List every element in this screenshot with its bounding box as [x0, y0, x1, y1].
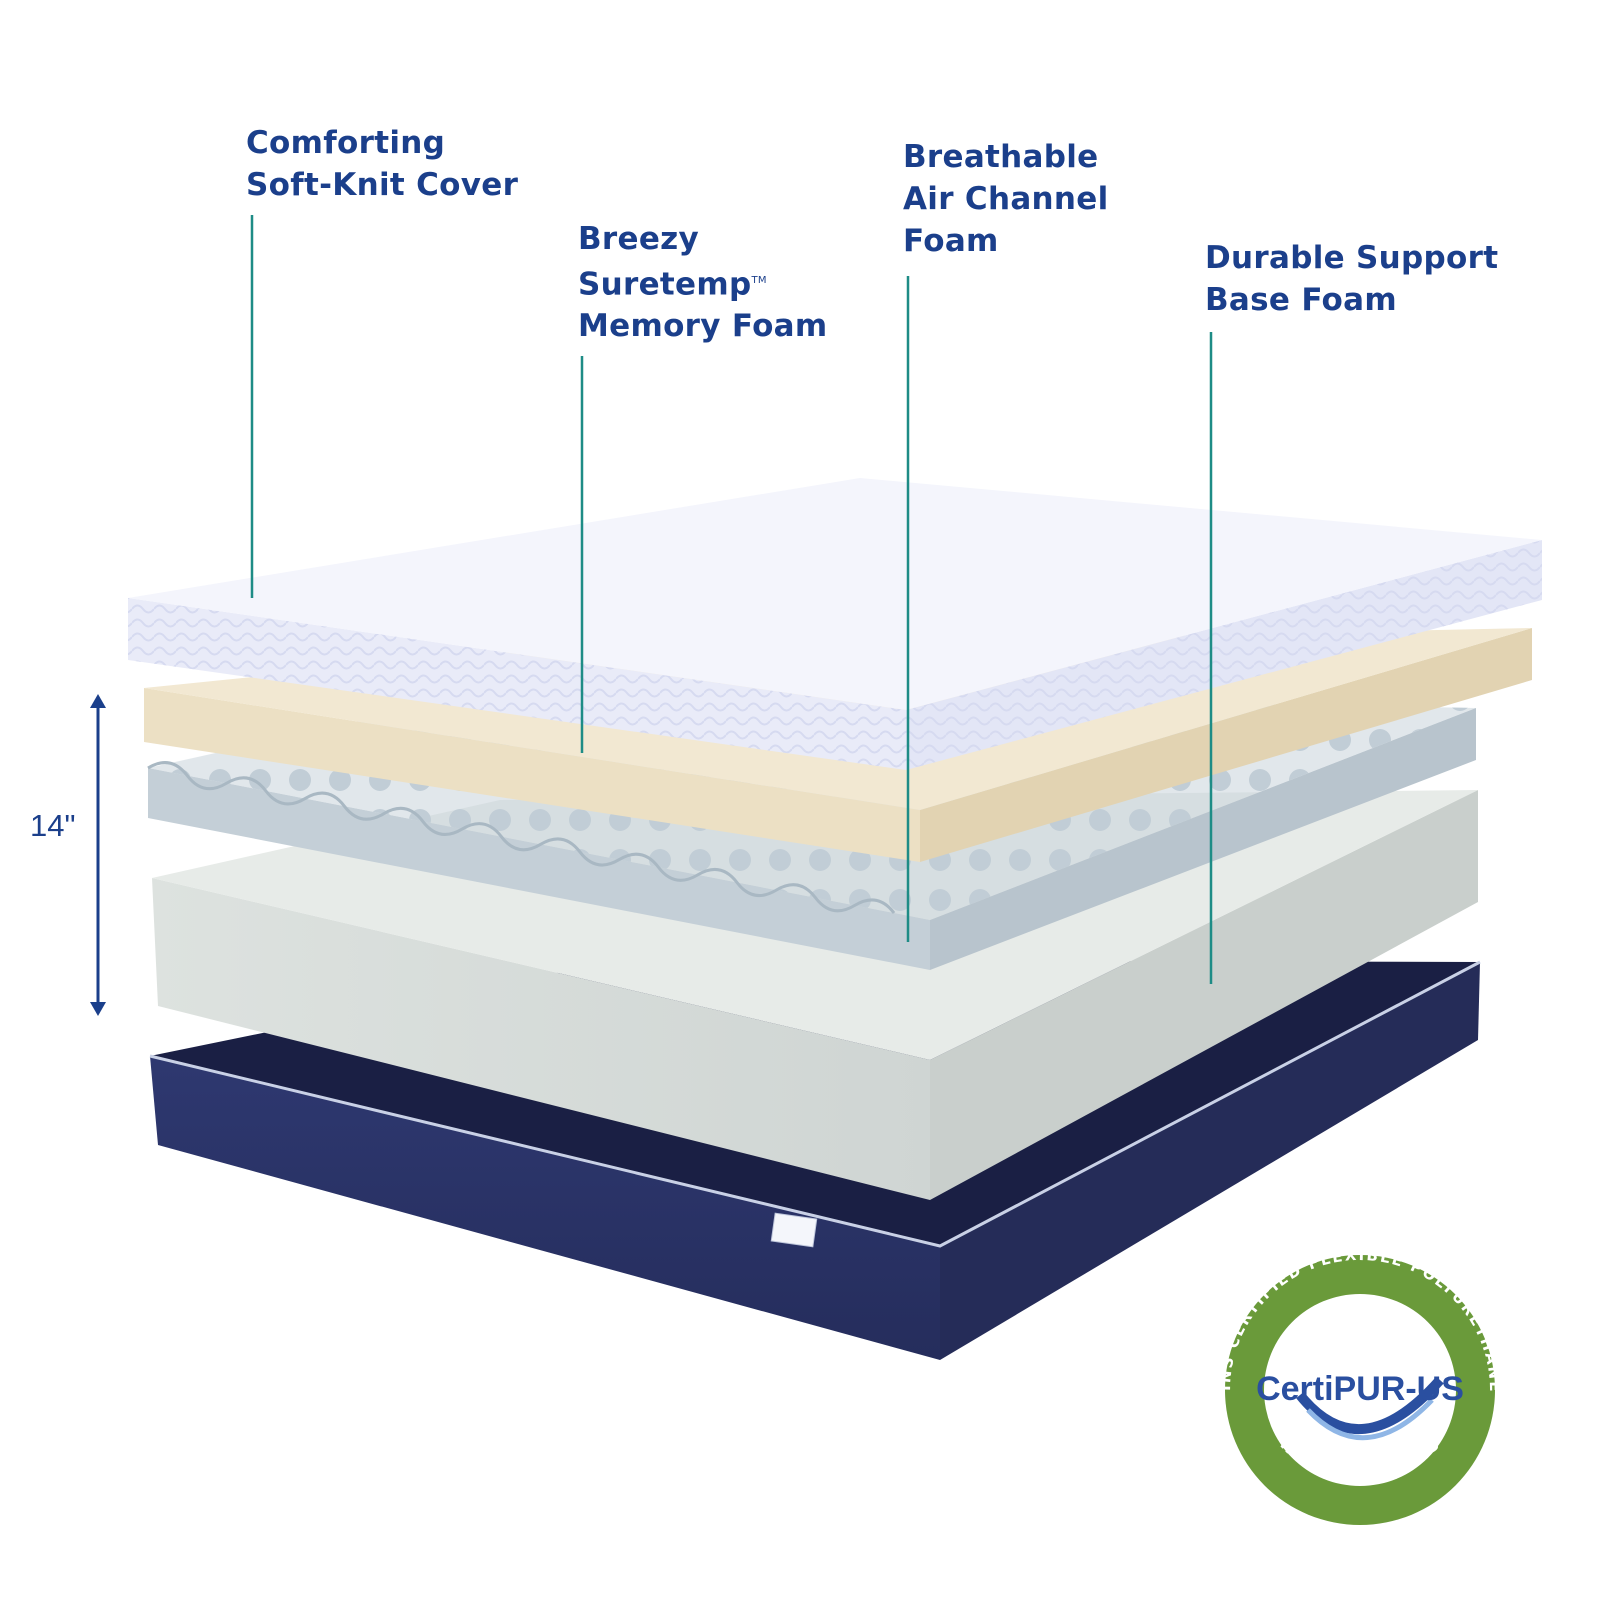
label-memory-line3: Memory Foam: [578, 308, 828, 345]
label-memory-line2: SuretempTM: [578, 266, 767, 303]
height-dimension-arrow: [90, 694, 106, 1016]
trademark-symbol: TM: [751, 275, 767, 286]
label-memory-line1: Breezy: [578, 221, 700, 257]
label-channel-line1: Breathable: [903, 139, 1099, 175]
label-cover-line1: Comforting: [246, 125, 446, 161]
label-cover-line2: Soft-Knit Cover: [246, 167, 519, 203]
label-base-line2: Base Foam: [1205, 282, 1397, 318]
brand-tag: [770, 1212, 818, 1248]
label-base-foam: Durable Support Base Foam: [1205, 237, 1498, 321]
label-base-line1: Durable Support: [1205, 240, 1499, 276]
leader-lines: [250, 215, 1213, 984]
height-label: 14": [30, 808, 76, 843]
seal-brand-text: CertiPUR-US: [1256, 1370, 1464, 1408]
label-memory-foam: Breezy SuretempTM Memory Foam: [578, 218, 828, 347]
label-soft-knit-cover: Comforting Soft-Knit Cover: [246, 122, 518, 206]
label-channel-line2: Air Channel: [903, 181, 1109, 217]
soft-knit-cover-layer: [128, 478, 1542, 770]
label-channel-line3: Foam: [903, 223, 999, 259]
label-air-channel-foam: Breathable Air Channel Foam: [903, 136, 1109, 262]
